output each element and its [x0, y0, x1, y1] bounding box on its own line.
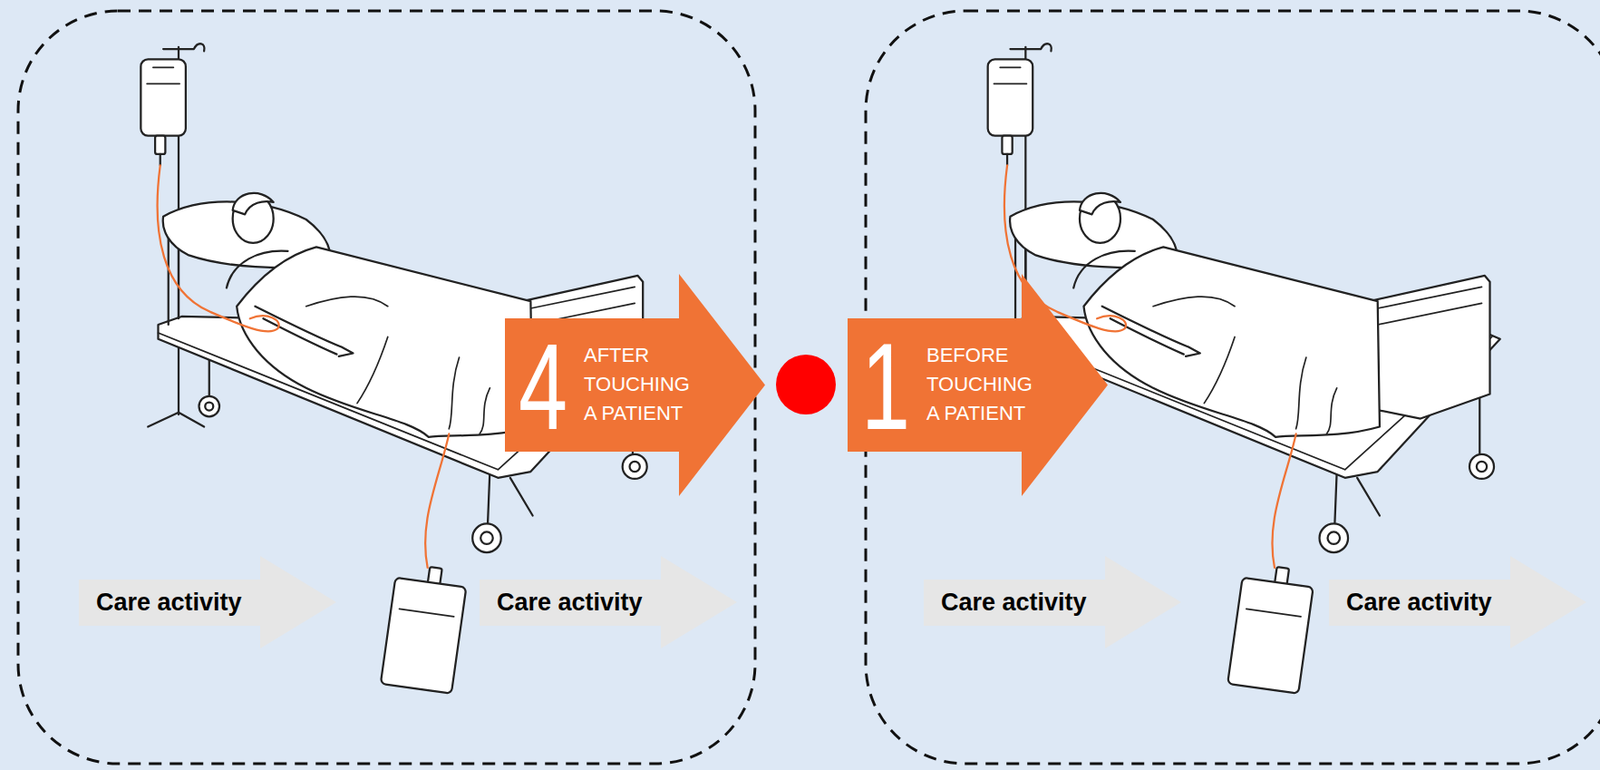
- moment-label: BEFORE TOUCHING A PATIENT: [926, 340, 1043, 428]
- arrow-outline: [504, 273, 766, 496]
- moment-arrow: 4AFTER TOUCHING A PATIENT: [504, 273, 766, 496]
- moment-number: 1: [861, 325, 911, 448]
- care-activity-label: Care activity: [1346, 590, 1493, 615]
- care-activity-label: Care activity: [96, 590, 243, 615]
- arrow-outline: [1328, 555, 1587, 649]
- arrow-outline: [479, 555, 737, 649]
- patient-zone-boundary: [865, 10, 1600, 764]
- moment-number: 4: [518, 325, 568, 448]
- care-activity-label: Care activity: [496, 590, 643, 615]
- care-activity-arrow: Care activity: [923, 555, 1182, 649]
- moment-label: AFTER TOUCHING A PATIENT: [583, 340, 700, 428]
- moment-arrow: 1BEFORE TOUCHING A PATIENT: [847, 273, 1108, 496]
- patient-zone-boundary: [18, 10, 756, 764]
- care-activity-label: Care activity: [940, 590, 1087, 615]
- arrow-outline: [78, 555, 337, 649]
- hand-hygiene-point: [775, 354, 836, 415]
- care-activity-arrow: Care activity: [479, 555, 737, 649]
- care-activity-arrow: Care activity: [78, 555, 337, 649]
- arrow-outline: [847, 273, 1108, 496]
- arrow-outline: [923, 555, 1182, 649]
- care-activity-arrow: Care activity: [1328, 555, 1587, 649]
